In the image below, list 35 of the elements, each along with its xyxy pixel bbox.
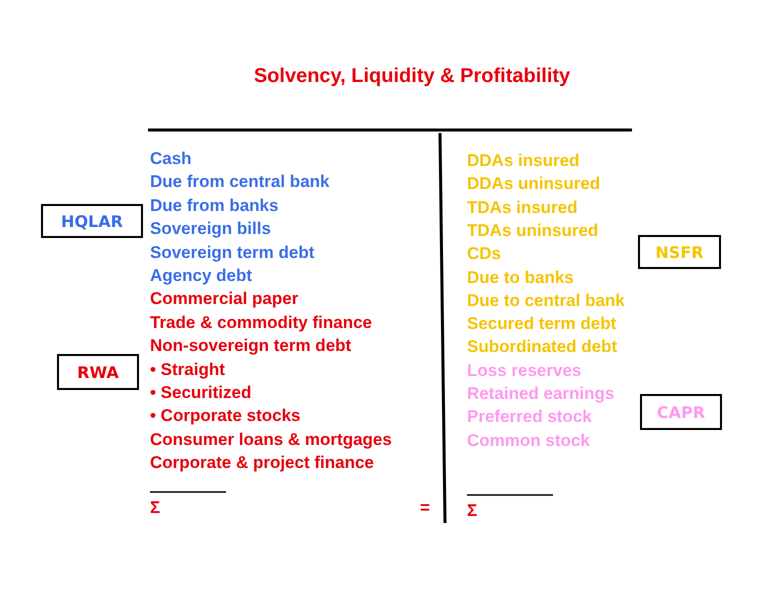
account-item: Agency debt xyxy=(150,266,252,286)
account-item: Due from central bank xyxy=(150,172,330,192)
sum-symbol: Σ xyxy=(467,501,478,521)
account-item: Trade & commodity finance xyxy=(150,312,372,333)
ratio-box: RWA xyxy=(57,354,139,390)
ratio-box: CAPR xyxy=(640,394,722,430)
account-item: • Securitized xyxy=(150,383,252,403)
account-item: Due from banks xyxy=(150,196,278,216)
account-item: Secured term debt xyxy=(467,314,616,334)
ratio-box: NSFR xyxy=(638,235,721,269)
account-item: Common stock xyxy=(467,430,590,451)
account-item: • Corporate stocks xyxy=(150,406,300,426)
equals-sign: = xyxy=(420,498,430,518)
account-item: Due to banks xyxy=(467,268,574,288)
account-item: • Straight xyxy=(150,360,225,380)
account-item: TDAs insured xyxy=(467,198,578,218)
account-item: Corporate & project finance xyxy=(150,453,374,474)
account-item: Commercial paper xyxy=(150,289,298,310)
sum-symbol: Σ xyxy=(150,498,160,518)
account-item: DDAs insured xyxy=(467,151,580,171)
title: Solvency, Liquidity & Profitability xyxy=(252,66,572,86)
account-item: Due to central bank xyxy=(467,290,625,311)
account-item: Loss reserves xyxy=(467,360,582,381)
account-item: TDAs uninsured xyxy=(467,220,598,241)
account-item: Retained earnings xyxy=(467,384,614,404)
account-item: Sovereign bills xyxy=(150,219,271,240)
account-item: Sovereign term debt xyxy=(150,242,314,263)
account-item: Preferred stock xyxy=(467,407,592,428)
account-item: Subordinated debt xyxy=(467,337,618,358)
account-item: Non-sovereign term debt xyxy=(150,336,352,356)
account-item: Consumer loans & mortgages xyxy=(150,430,392,450)
account-item: Cash xyxy=(150,149,192,169)
ratio-box: HQLAR xyxy=(41,204,143,238)
account-item: DDAs uninsured xyxy=(467,174,600,194)
account-item: CDs xyxy=(467,244,502,264)
